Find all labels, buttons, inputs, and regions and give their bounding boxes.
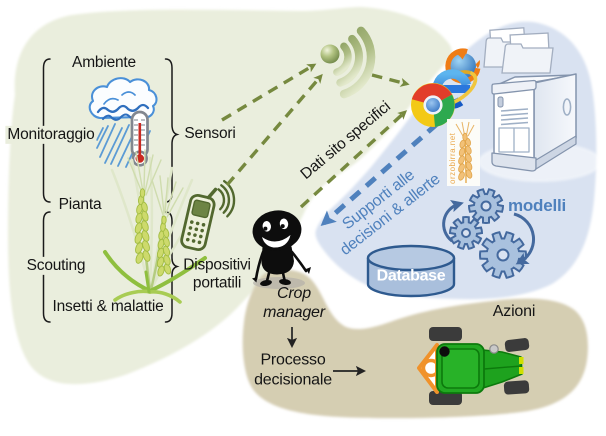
label-sensori: Sensori xyxy=(184,124,236,142)
gear-big xyxy=(479,231,527,279)
folder-front xyxy=(501,32,554,74)
gear-small xyxy=(467,188,505,224)
web-browsers xyxy=(411,48,481,127)
mobile-phone-icon xyxy=(180,180,236,252)
label-insetti-malattie: Insetti & malattie xyxy=(52,297,164,315)
gear-cycle-arrow-right xyxy=(513,212,536,265)
label-pianta: Pianta xyxy=(58,195,102,213)
crop-manager-mascot xyxy=(252,210,311,289)
gears-icon xyxy=(442,188,536,279)
folders-icon xyxy=(483,27,554,74)
gear-left xyxy=(448,215,484,250)
tractor-icon xyxy=(417,327,530,405)
watermark-label: orzobirra.net xyxy=(448,132,457,184)
gear-cycle-arrow-left xyxy=(442,199,464,243)
arrow-wifi-to-web xyxy=(371,73,410,87)
right-brace-dispositivi xyxy=(164,211,180,323)
arrow-web-to-manager xyxy=(320,122,439,226)
wifi-antenna-icon xyxy=(320,26,376,99)
watermark-wheat xyxy=(447,119,480,186)
chrome-browser-icon xyxy=(411,83,455,127)
label-azioni: Azioni xyxy=(492,302,536,320)
wheat-plant-icon xyxy=(103,149,207,304)
label-database: Database xyxy=(376,267,446,285)
label-processo-decisionale: Processo decisionale xyxy=(254,351,332,389)
data-flow-arrows-green xyxy=(221,63,410,209)
process-arrows xyxy=(286,327,367,377)
label-ambiente: Ambiente xyxy=(72,53,136,71)
server-tower-icon xyxy=(491,73,577,172)
thermometer-icon xyxy=(130,110,149,167)
wheat-ear-right xyxy=(156,215,172,277)
arrow-device-to-web xyxy=(299,110,408,209)
wheat-leaves xyxy=(103,250,207,304)
database-cylinder-icon xyxy=(366,244,456,298)
label-crop-manager: Crop manager xyxy=(263,285,325,321)
label-dispositivi-portatili: Dispositivi portatili xyxy=(183,256,251,292)
label-modelli: modelli xyxy=(507,195,567,215)
label-monitoraggio: Monitoraggio xyxy=(5,125,97,145)
label-scouting: Scouting xyxy=(24,256,88,276)
arrow-phone-to-wifi xyxy=(225,73,323,187)
wheat-ear-left xyxy=(134,188,151,264)
